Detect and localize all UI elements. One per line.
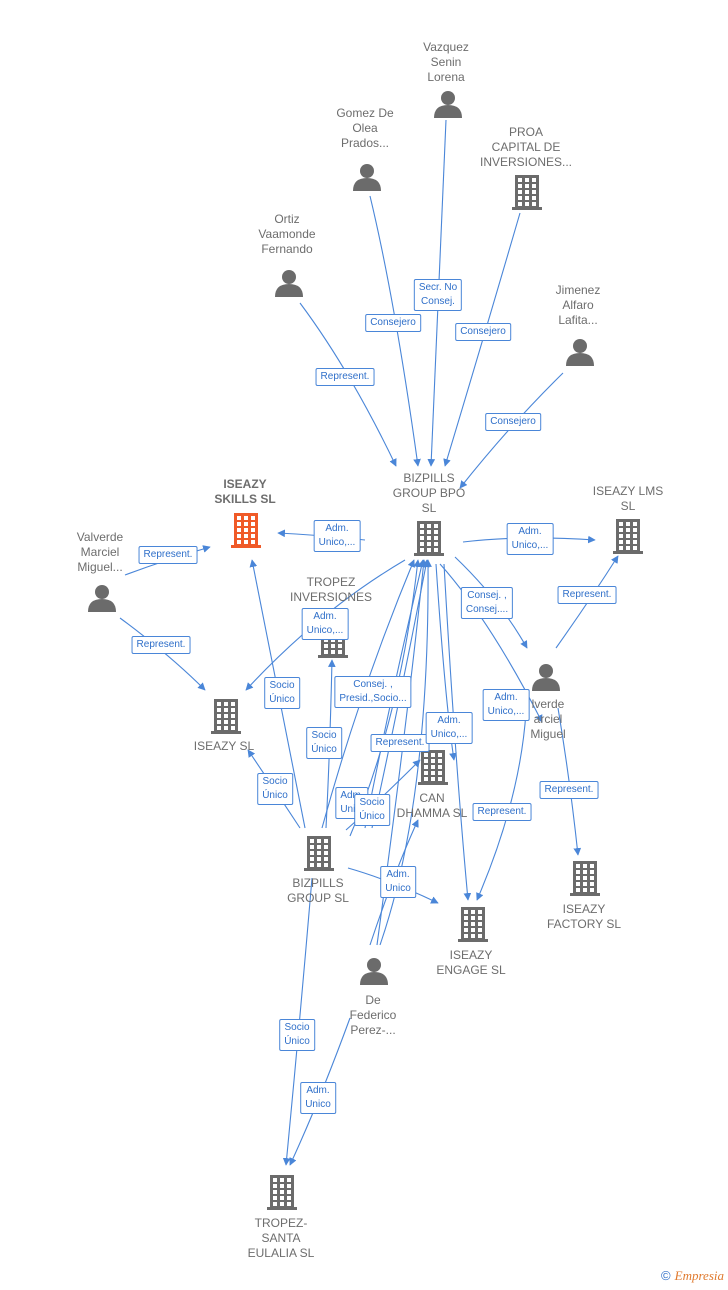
copyright-icon: © — [661, 1268, 671, 1283]
building-icon[interactable] — [304, 836, 334, 871]
node-label[interactable]: ISEAZY ENGAGE SL — [436, 948, 506, 977]
person-icon[interactable] — [88, 585, 116, 612]
edge-line — [557, 707, 582, 856]
edge-label[interactable]: Adm. Unico,... — [313, 520, 361, 552]
edge-label[interactable]: Socio Único — [257, 773, 293, 805]
edge-label[interactable]: Represent. — [472, 803, 532, 821]
edge-label[interactable]: Represent. — [557, 586, 617, 604]
node-label[interactable]: Vazquez Senin Lorena — [423, 40, 469, 84]
node-label[interactable]: ISEAZY SKILLS SL — [214, 477, 276, 506]
edge-label[interactable]: Represent. — [138, 546, 198, 564]
edge-label[interactable]: Represent. — [539, 781, 599, 799]
edge-label[interactable]: Represent. — [370, 734, 430, 752]
edge-label[interactable]: Socio Único — [264, 677, 300, 709]
building-icon[interactable] — [231, 513, 261, 548]
edge-line — [443, 212, 521, 467]
building-icon[interactable] — [570, 861, 600, 896]
edge-line — [435, 563, 457, 761]
edge-label[interactable]: Socio Único — [279, 1019, 315, 1051]
edge-label[interactable]: Adm. Unico — [300, 1082, 336, 1114]
node-label[interactable]: Gomez De Olea Prados... — [336, 106, 394, 150]
node-label[interactable]: lverde arciel Miguel — [530, 697, 566, 741]
edge-line — [439, 563, 543, 723]
building-icon[interactable] — [211, 699, 241, 734]
node-label[interactable]: ISEAZY LMS SL — [592, 484, 664, 513]
building-icon[interactable] — [458, 907, 488, 942]
edge-label[interactable]: Adm. Unico,... — [482, 689, 530, 721]
edge-label[interactable]: Represent. — [131, 636, 191, 654]
edge-label[interactable]: Secr. No Consej. — [413, 279, 463, 311]
edge-label[interactable]: Adm. Unico,... — [506, 523, 554, 555]
edge-line-extra — [379, 559, 432, 946]
node-label[interactable]: TROPEZ- SANTA EULALIA SL — [247, 1216, 315, 1260]
edge-label[interactable]: Socio Único — [354, 794, 390, 826]
edge-label[interactable]: Consejero — [455, 323, 511, 341]
edge-label[interactable]: Consejero — [485, 413, 541, 431]
edge-label[interactable]: Represent. — [315, 368, 375, 386]
edge-label[interactable]: Consej. , Consej.... — [460, 587, 514, 619]
edge-label[interactable]: Adm. Unico,... — [301, 608, 349, 640]
building-icon[interactable] — [267, 1175, 297, 1210]
building-icon[interactable] — [418, 750, 448, 785]
icons-layer — [88, 91, 643, 1210]
node-label[interactable]: CAN DHAMMA SL — [396, 791, 468, 820]
building-icon[interactable] — [613, 519, 643, 554]
person-icon[interactable] — [360, 958, 388, 985]
node-label[interactable]: Ortiz Vaamonde Fernando — [258, 212, 316, 256]
building-icon[interactable] — [414, 521, 444, 556]
edge-label[interactable]: Consej. , Presid.,Socio... — [334, 676, 412, 708]
node-label[interactable]: TROPEZ INVERSIONES — [289, 575, 373, 604]
edge-line — [119, 617, 206, 691]
edge-label[interactable]: Adm. Unico,... — [425, 712, 473, 744]
edge-label[interactable]: Adm. Unico — [380, 866, 416, 898]
edge-label[interactable]: Socio Único — [306, 727, 342, 759]
edge-label[interactable]: Consejero — [365, 314, 421, 332]
node-label[interactable]: ISEAZY FACTORY SL — [546, 902, 622, 931]
person-icon[interactable] — [566, 339, 594, 366]
person-icon[interactable] — [275, 270, 303, 297]
node-label[interactable]: BIZPILLS GROUP BPO SL — [392, 471, 466, 515]
node-label[interactable]: BIZPILLS GROUP SL — [287, 876, 349, 905]
brand-footer: ©Empresia — [661, 1268, 724, 1284]
person-icon[interactable] — [353, 164, 381, 191]
node-label[interactable]: De Federico Perez-... — [349, 993, 397, 1037]
node-label[interactable]: ISEAZY SL — [193, 739, 255, 753]
person-icon[interactable] — [434, 91, 462, 118]
edge-line-extra — [443, 563, 472, 901]
node-label[interactable]: Valverde Marciel Miguel... — [76, 530, 124, 574]
node-label[interactable]: PROA CAPITAL DE INVERSIONES... — [479, 125, 573, 169]
brand-name: Empresia — [674, 1268, 724, 1283]
building-icon[interactable] — [512, 175, 542, 210]
node-label[interactable]: Jimenez Alfaro Lafita... — [555, 283, 601, 327]
person-icon[interactable] — [532, 664, 560, 691]
